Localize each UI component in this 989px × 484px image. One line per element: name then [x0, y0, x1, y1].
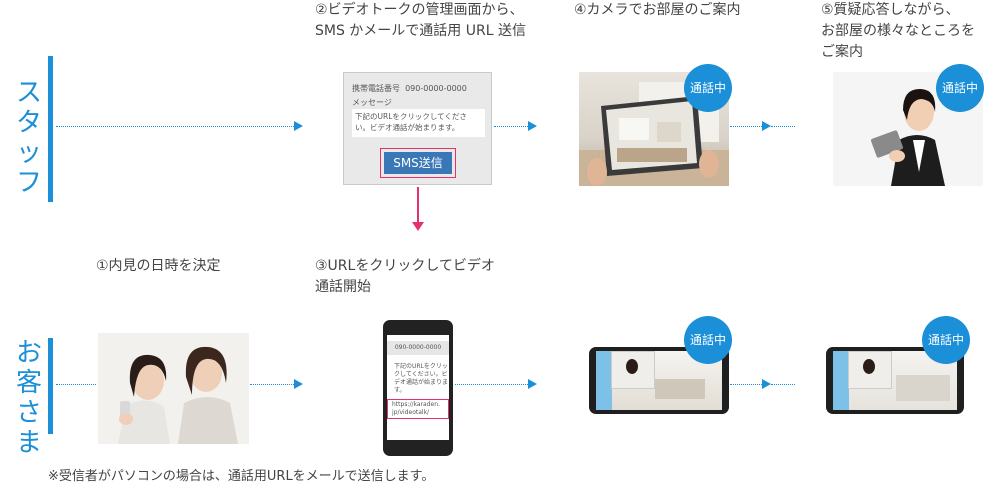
staff-connector-1 [56, 126, 294, 127]
step1-caption: ①内見の日時を決定 [96, 258, 221, 274]
guest-row-label: お客さま [15, 338, 42, 458]
step3-caption: ③URLをクリックしてビデオ通話開始 [315, 258, 495, 295]
guest-connector-4 [730, 384, 762, 385]
message-label: メッセージ [352, 98, 392, 107]
staff-connector-4 [771, 126, 795, 127]
phone-number-bar: 090-0000-0000 [387, 341, 449, 355]
in-call-badge: 通話中 [684, 64, 732, 112]
guest-connector-1 [56, 384, 96, 385]
smartphone-screen: 090-0000-0000 下記のURLをクリックしてください。ビデオ通話が始ま… [387, 335, 449, 440]
sms-send-button[interactable]: SMS送信 [384, 152, 452, 174]
down-arrow-line [417, 187, 419, 223]
url-link[interactable]: https://karaden.jp/videotalk/ [387, 399, 449, 419]
staff-row-label: スタッフ [15, 78, 42, 198]
staff-row-bar [48, 56, 53, 202]
arrow-down-icon [412, 222, 424, 231]
in-call-badge: 通話中 [922, 316, 970, 364]
arrow-right-icon [528, 379, 537, 389]
guest-connector-3 [455, 384, 528, 385]
sms-message-text: 下記のURLをクリックしてください。ビデオ通話が始まります。 [394, 363, 449, 394]
guest-row-bar [48, 338, 53, 434]
arrow-right-icon [762, 121, 771, 131]
guest-connector-5 [771, 384, 795, 385]
message-field[interactable]: 下記のURLをクリックしてください。ビデオ通話が始まります。 [352, 109, 485, 137]
guest-smartphone: 090-0000-0000 下記のURLをクリックしてください。ビデオ通話が始ま… [383, 320, 453, 456]
guest-connector-2 [250, 384, 294, 385]
arrow-right-icon [294, 121, 303, 131]
arrow-right-icon [762, 379, 771, 389]
step4-caption: ④カメラでお部屋のご案内 [574, 2, 741, 18]
phone-number: 090-0000-0000 [405, 84, 467, 93]
in-call-badge: 通話中 [936, 64, 984, 112]
arrow-right-icon [294, 379, 303, 389]
staff-connector-2 [494, 126, 528, 127]
phone-label: 携帯電話番号 [352, 84, 400, 93]
sms-admin-panel: 携帯電話番号 090-0000-0000 メッセージ 下記のURLをクリックして… [343, 72, 492, 185]
footnote: ※受信者がパソコンの場合は、通話用URLをメールで送信します。 [48, 469, 435, 484]
step2-caption: ②ビデオトークの管理画面から、SMS かメールで通話用 URL 送信 [315, 2, 526, 39]
in-call-badge: 通話中 [684, 316, 732, 364]
sms-send-highlight: SMS送信 [380, 148, 456, 178]
step5-caption: ⑤質疑応答しながら、お部屋の様々なところをご案内 [821, 2, 975, 60]
arrow-right-icon [528, 121, 537, 131]
staff-connector-3 [730, 126, 762, 127]
guests-photo [98, 333, 249, 444]
